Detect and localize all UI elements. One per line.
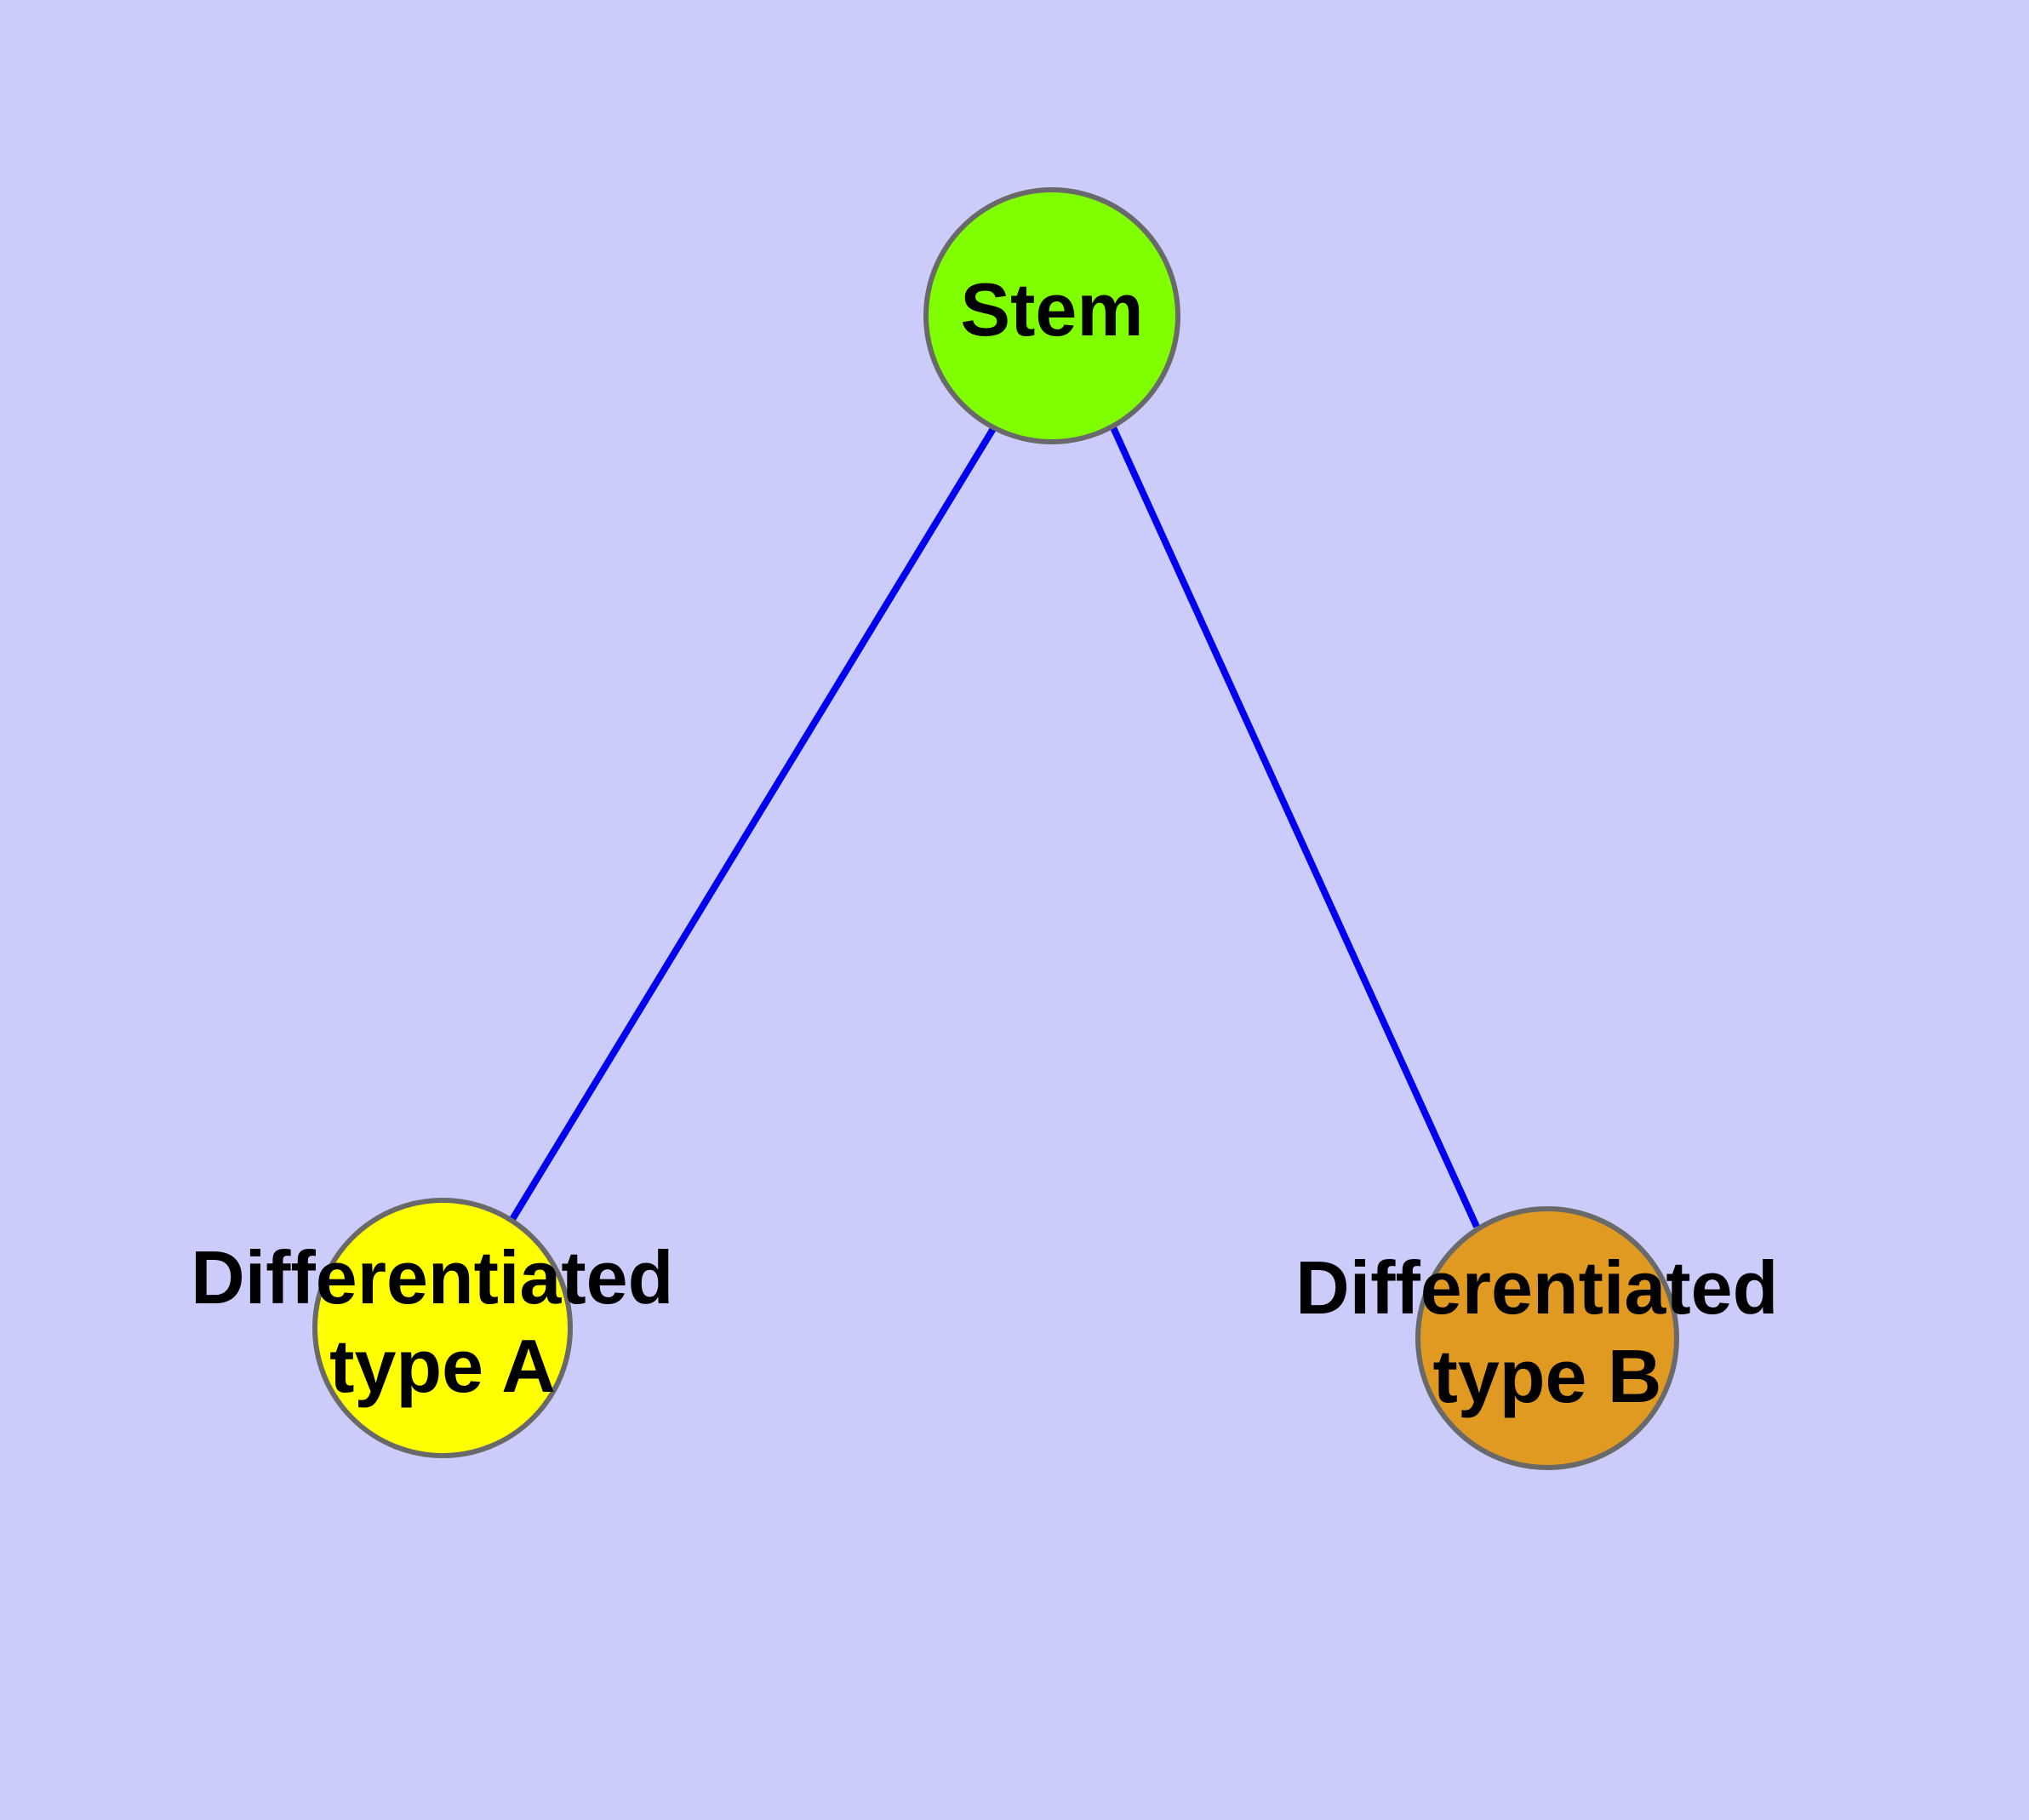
node-differentiated-type-b-circle[interactable] — [1415, 1206, 1679, 1470]
edge-stem-to-differentiated-type-b — [1109, 424, 1480, 1228]
node-differentiated-type-b[interactable] — [1415, 1206, 1679, 1470]
node-differentiated-type-b-label: Differentiated type B — [1295, 1245, 1799, 1418]
node-differentiated-type-b-label-line-0: Differentiated — [1295, 1245, 1778, 1330]
node-differentiated-type-a[interactable] — [312, 1198, 573, 1458]
node-layer — [312, 187, 1679, 1470]
node-stem-label-line-0: Stem — [960, 267, 1143, 352]
node-stem[interactable] — [923, 187, 1180, 444]
node-differentiated-type-a-label-line-1: type A — [329, 1324, 556, 1408]
edge-layer — [508, 424, 1480, 1228]
node-differentiated-type-b-label-line-1: type B — [1433, 1334, 1662, 1418]
node-stem-circle[interactable] — [923, 187, 1180, 444]
node-differentiated-type-a-label-line-0: Differentiated — [191, 1235, 673, 1319]
node-differentiated-type-a-circle[interactable] — [312, 1198, 573, 1458]
node-differentiated-type-a-label: Differentiated type A — [191, 1235, 694, 1408]
node-stem-label: Stem — [960, 267, 1143, 352]
edge-stem-to-differentiated-type-a — [508, 425, 997, 1223]
label-layer: Stem Differentiated type A Differentiate… — [191, 267, 1799, 1418]
